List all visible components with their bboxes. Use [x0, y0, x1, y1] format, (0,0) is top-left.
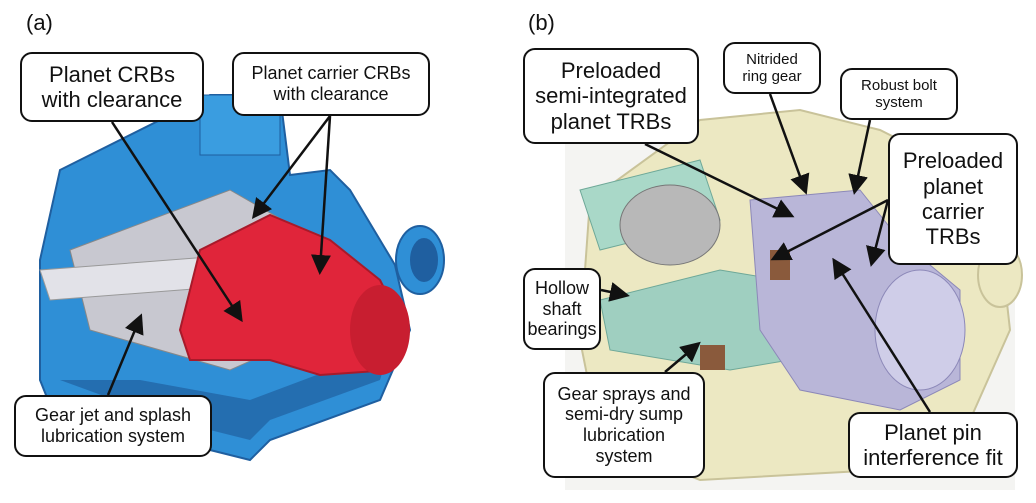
callout-preloaded-planet-trbs: Preloaded semi-integrated planet TRBs: [523, 48, 699, 144]
carrier-a-end: [350, 285, 410, 375]
carrier-b-bore: [874, 269, 966, 391]
bearing-b-2: [700, 345, 725, 370]
callout-gear-jet-lubrication: Gear jet and splash lubrication system: [14, 395, 212, 457]
bearing-b-1: [770, 250, 790, 280]
sun-gear-b: [619, 184, 721, 266]
callout-planet-carrier-crbs: Planet carrier CRBs with clearance: [232, 52, 430, 116]
callout-robust-bolt-system: Robust bolt system: [840, 68, 958, 120]
callout-hollow-shaft-bearings: Hollow shaft bearings: [523, 268, 601, 350]
callout-planet-pin-fit: Planet pin interference fit: [848, 412, 1018, 478]
callout-planet-crbs: Planet CRBs with clearance: [20, 52, 204, 122]
panel-b-label: (b): [528, 10, 555, 35]
panel-a-label: (a): [26, 10, 53, 35]
callout-gear-sprays-lubrication: Gear sprays and semi-dry sump lubricatio…: [543, 372, 705, 478]
callout-preloaded-carrier-trbs: Preloaded planet carrier TRBs: [888, 133, 1018, 265]
callout-nitrided-ring-gear: Nitrided ring gear: [723, 42, 821, 94]
